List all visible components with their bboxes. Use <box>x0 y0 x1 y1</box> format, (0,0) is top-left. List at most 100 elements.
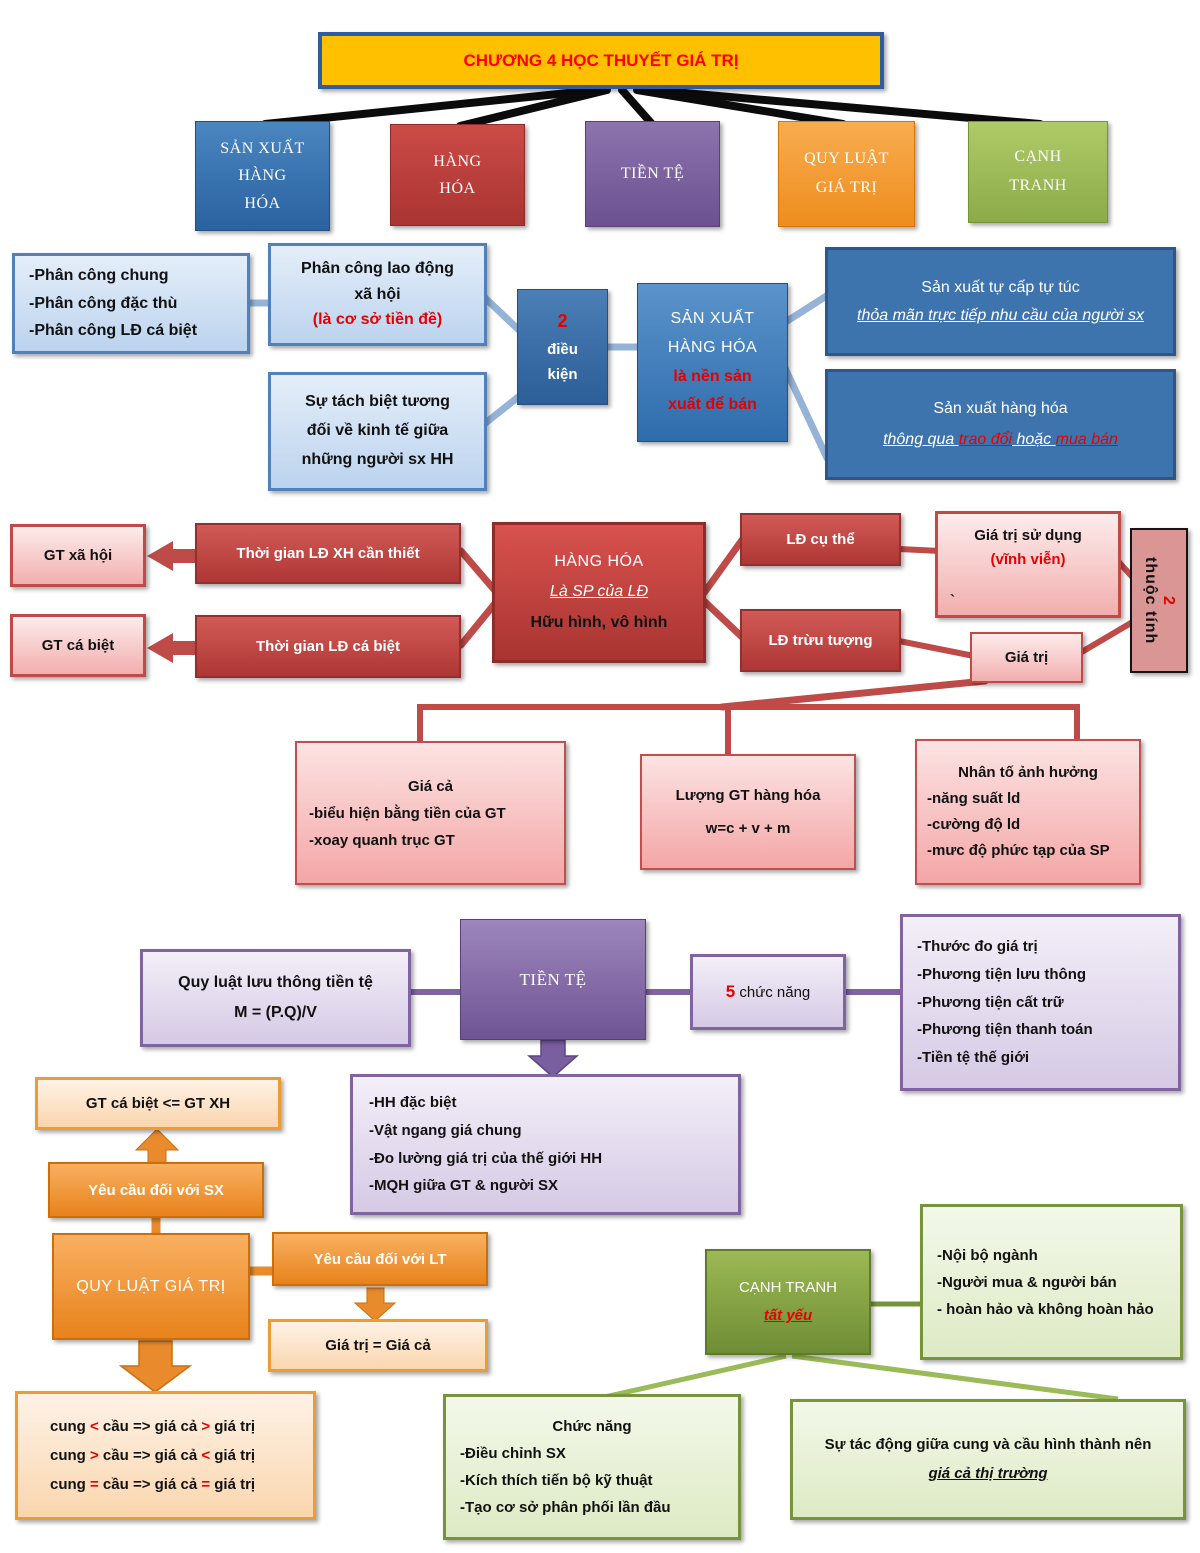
supply-demand-line: cung < cầu => giá cả > giá trị <box>50 1412 255 1441</box>
text-segment: Sự tác động giữa cung và cầu hình thành … <box>824 1436 1152 1453</box>
sxhh-title: SẢN XUẤT HÀNG HÓA <box>667 309 758 356</box>
hh-line2: Là SP của LĐ <box>549 583 649 601</box>
phan-cong-types-box: -Phân công chung -Phân công đặc thù -Phâ… <box>12 253 250 354</box>
dieu-kien-num: 2 <box>557 311 568 332</box>
text-segment: trao đổi <box>958 430 1013 448</box>
text-segment: < <box>90 1417 99 1435</box>
sx-trao-doi-line1: Sản xuất hàng hóa <box>933 400 1068 418</box>
yeu-cau-lt-box: Yêu cầu đối với LT <box>272 1232 488 1286</box>
gt-ca-biet-box: GT cá biệt <box>10 614 146 677</box>
pcld-line1: Phân công lao động <box>301 260 454 278</box>
chapter-title: CHƯƠNG 4 HỌC THUYẾT GIÁ TRỊ <box>318 32 884 89</box>
sxhh-subtitle: là nền sản xuất để bán <box>668 367 757 414</box>
text-segment: thông qua <box>883 430 959 448</box>
competition-function: -Điều chỉnh SX <box>460 1445 566 1462</box>
phan-cong-line: -Phân công LĐ cá biệt <box>29 322 198 340</box>
gia-tri-box: Giá trị <box>970 632 1083 683</box>
text-segment: cung <box>50 1476 90 1494</box>
money-function: -Thước đo giá trị <box>917 938 1038 956</box>
dieu-kien-word2: kiện <box>547 366 578 384</box>
gtsd-line1: Giá trị sử dụng <box>974 527 1082 544</box>
nhan-to-line: -năng suất ld <box>927 789 1021 807</box>
supply-demand-line: cung = cầu => giá cả = giá trị <box>50 1470 255 1499</box>
ld-cu-the-box: LĐ cụ thể <box>740 513 901 566</box>
text-segment: giá trị <box>210 1446 256 1464</box>
competition-function: -Tạo cơ sở phân phối lần đầu <box>460 1499 671 1516</box>
money-function: -Phương tiện thanh toán <box>917 1021 1093 1039</box>
tg-ld-xh-box: Thời gian LĐ XH cần thiết <box>195 523 461 584</box>
luong-gt-title: Lượng GT hàng hóa <box>675 787 821 804</box>
chuc-nang-label: chức năng <box>735 984 811 1001</box>
tu-cap-line1: Sản xuất tự cấp tự túc <box>921 278 1080 296</box>
text-segment: > <box>90 1446 99 1464</box>
money-function: -Tiền tệ thế giới <box>917 1049 1030 1067</box>
quy-luat-gia-tri-box: QUY LUẬT GIÁ TRỊ <box>52 1233 250 1340</box>
money-property: -HH đặc biệt <box>369 1094 457 1111</box>
text-segment: = <box>90 1476 99 1494</box>
node-hang-hoa: HÀNG HÓA <box>390 124 525 226</box>
competition-type: -Người mua & người bán <box>937 1273 1117 1291</box>
money-properties-box: -HH đặc biệt -Vật ngang giá chung -Đo lư… <box>350 1074 741 1215</box>
node-canh-tranh: CẠNH TRANH <box>968 121 1108 223</box>
text-segment: giá trị <box>210 1476 256 1494</box>
text-segment: cung <box>50 1446 90 1464</box>
gia-ca-line: -xoay quanh trục GT <box>309 831 455 849</box>
text-segment: cung <box>50 1417 90 1435</box>
sx-trao-doi-box: Sản xuất hàng hóa thông qua trao đổi hoặ… <box>825 369 1176 480</box>
gia-tri-gia-ca-box: Giá trị = Giá cả <box>268 1319 488 1372</box>
production-connectors <box>243 291 832 462</box>
text-segment: hoặc <box>1012 430 1056 448</box>
hang-hoa-definition-box: HÀNG HÓA Là SP của LĐ Hữu hình, vô hình <box>492 522 706 663</box>
sx-trao-doi-line2: thông qua trao đổi hoặc mua bán <box>883 425 1118 455</box>
thuoc-tinh-box: 2 thuộc tính <box>1130 528 1188 673</box>
tien-te-box: TIỀN TỆ <box>460 919 646 1040</box>
text-segment: = <box>201 1476 211 1494</box>
canh-tranh-title: CẠNH TRANH <box>738 1278 838 1296</box>
node-san-xuat-hang-hoa: SẢN XUẤT HÀNG HÓA <box>195 121 330 231</box>
quy-luat-luu-thong-box: Quy luật lưu thông tiền tệ M = (P.Q)/V <box>140 949 411 1047</box>
canh-tranh-box: CẠNH TRANH tất yếu <box>705 1249 871 1355</box>
competition-function: -Kích thích tiến bộ kỹ thuật <box>460 1472 653 1489</box>
dieu-kien-box: 2 điều kiện <box>517 289 608 405</box>
gt-xa-hoi-box: GT xã hội <box>10 524 146 587</box>
competition-type: - hoàn hảo và không hoàn hảo <box>937 1300 1154 1318</box>
commodity-connectors <box>417 536 1139 756</box>
pcld-line2: xã hội <box>354 285 401 303</box>
competition-functions-title: Chức năng <box>552 1418 632 1435</box>
text-segment: cầu => giá cả <box>98 1417 202 1435</box>
qllt-line2: M = (P.Q)/V <box>234 1004 317 1021</box>
tg-ld-ca-biet-box: Thời gian LĐ cá biệt <box>195 615 461 678</box>
left-arrows <box>147 541 197 663</box>
text-segment: mua bán <box>1055 430 1118 448</box>
luong-gt-box: Lượng GT hàng hóa w=c + v + m <box>640 754 856 870</box>
competition-types-box: -Nội bộ ngành -Người mua & người bán - h… <box>920 1204 1183 1360</box>
text-segment: cầu => giá cả <box>98 1446 202 1464</box>
tu-cap-tu-tuc-box: Sản xuất tự cấp tự túc thỏa mãn trực tiế… <box>825 247 1176 356</box>
thuoc-tinh-label: thuộc tính <box>1142 556 1159 645</box>
sxhh-definition-box: SẢN XUẤT HÀNG HÓA là nền sản xuất để bán <box>637 283 788 442</box>
text-segment: giá cả thị trường <box>928 1464 1048 1482</box>
money-function: -Phương tiện cất trữ <box>917 993 1064 1011</box>
competition-functions-box: Chức năng -Điều chỉnh SX -Kích thích tiế… <box>443 1394 741 1540</box>
nhan-to-title: Nhân tố ảnh hưởng <box>958 763 1098 781</box>
su-tach-biet-box: Sự tách biệt tương đối về kinh tế giữa n… <box>268 372 487 491</box>
gia-ca-line: -biểu hiện bằng tiền của GT <box>309 804 506 822</box>
hh-title: HÀNG HÓA <box>554 552 644 570</box>
text-segment: cầu => giá cả <box>98 1476 202 1494</box>
phan-cong-line: -Phân công chung <box>29 267 169 285</box>
nhan-to-box: Nhân tố ảnh hưởng -năng suất ld -cường đ… <box>915 739 1141 885</box>
gt-compare-box: GT cá biệt <= GT XH <box>35 1077 281 1130</box>
su-tac-dong-box: Sự tác động giữa cung và cầu hình thành … <box>790 1399 1186 1520</box>
ld-truu-tuong-box: LĐ trừu tượng <box>740 609 901 672</box>
chuc-nang-num: 5 <box>725 982 736 1001</box>
supply-demand-box: cung < cầu => giá cả > giá trị cung > cầ… <box>15 1391 316 1520</box>
gtsd-line2: (vĩnh viễn) <box>990 551 1066 568</box>
pcld-line3: (là cơ sở tiền đề) <box>312 311 443 329</box>
node-quy-luat-gia-tri: QUY LUẬT GIÁ TRỊ <box>778 121 915 227</box>
text-segment: giá trị <box>210 1417 256 1435</box>
chapter-title-text: CHƯƠNG 4 HỌC THUYẾT GIÁ TRỊ <box>463 50 739 70</box>
thuoc-tinh-num: 2 <box>1160 595 1177 606</box>
money-down-arrow <box>527 1039 579 1078</box>
